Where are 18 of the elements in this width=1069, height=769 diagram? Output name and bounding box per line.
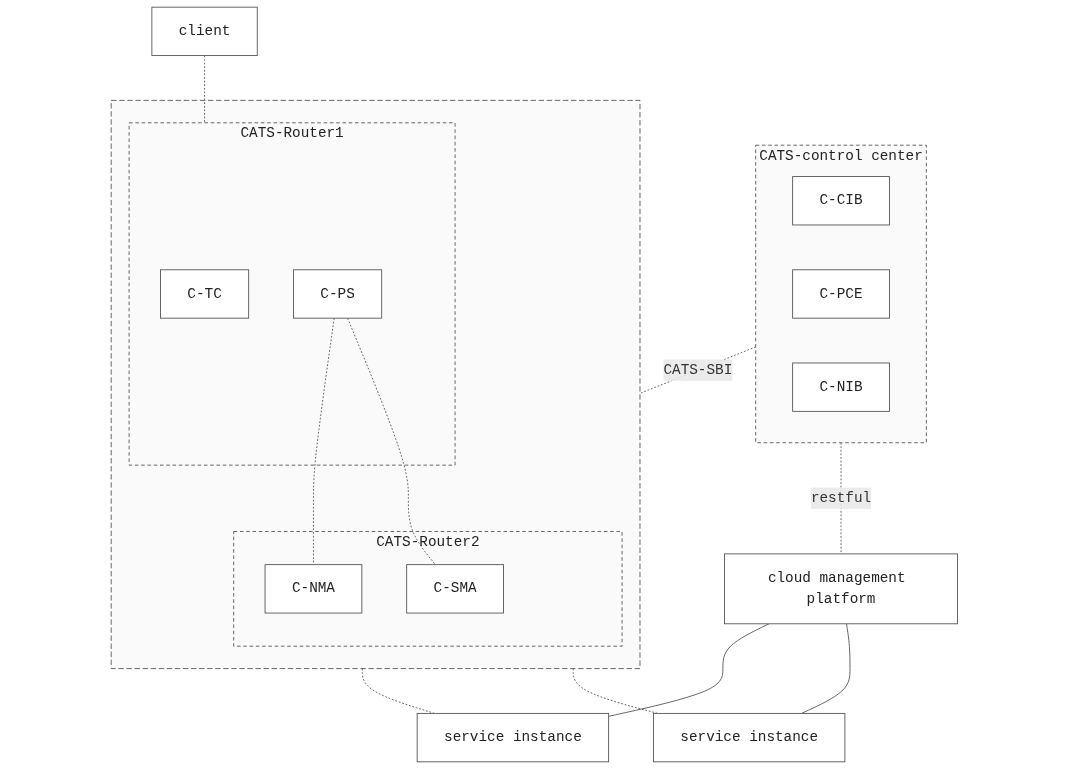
connector [840,442,842,555]
node-box: C-TC [160,269,250,319]
connector [801,623,851,714]
node-box: C-NMA [264,564,363,614]
node-box: C-PCE [792,269,891,319]
edge-label: CATS-SBI [663,362,733,379]
cluster [110,99,641,670]
connector [204,55,206,124]
node-box: cloud management platform [724,553,959,625]
connector [608,623,770,717]
edge-label: restful [811,490,872,507]
node-box: C-CIB [792,176,891,226]
node-box: C-SMA [406,564,505,614]
node-box: service instance [653,712,846,763]
node-box: service instance [416,712,610,763]
node-box: client [151,6,258,56]
node-box: C-PS [293,269,383,319]
node-box: C-NIB [792,362,891,412]
